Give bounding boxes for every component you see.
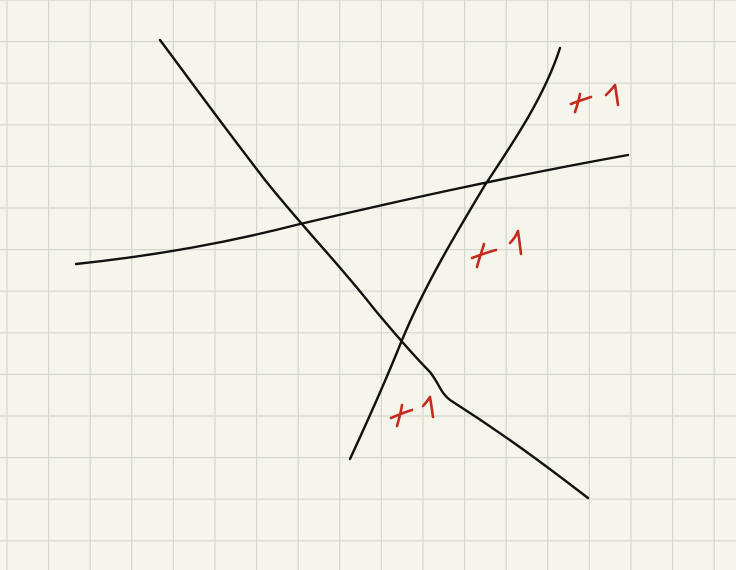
digit-one bbox=[421, 395, 435, 419]
digit-one bbox=[604, 83, 620, 107]
annotation-top-right: + 1 bbox=[569, 83, 620, 114]
line-steep bbox=[348, 46, 562, 461]
line-descending bbox=[158, 38, 590, 500]
annotation-middle: + 1 bbox=[470, 229, 523, 269]
annotation-bottom: + 1 bbox=[389, 395, 435, 428]
digit-one bbox=[508, 229, 523, 256]
plus-sign bbox=[470, 242, 498, 269]
line-shallow bbox=[74, 153, 630, 266]
plus-sign bbox=[569, 92, 593, 114]
plus-sign bbox=[389, 403, 414, 428]
